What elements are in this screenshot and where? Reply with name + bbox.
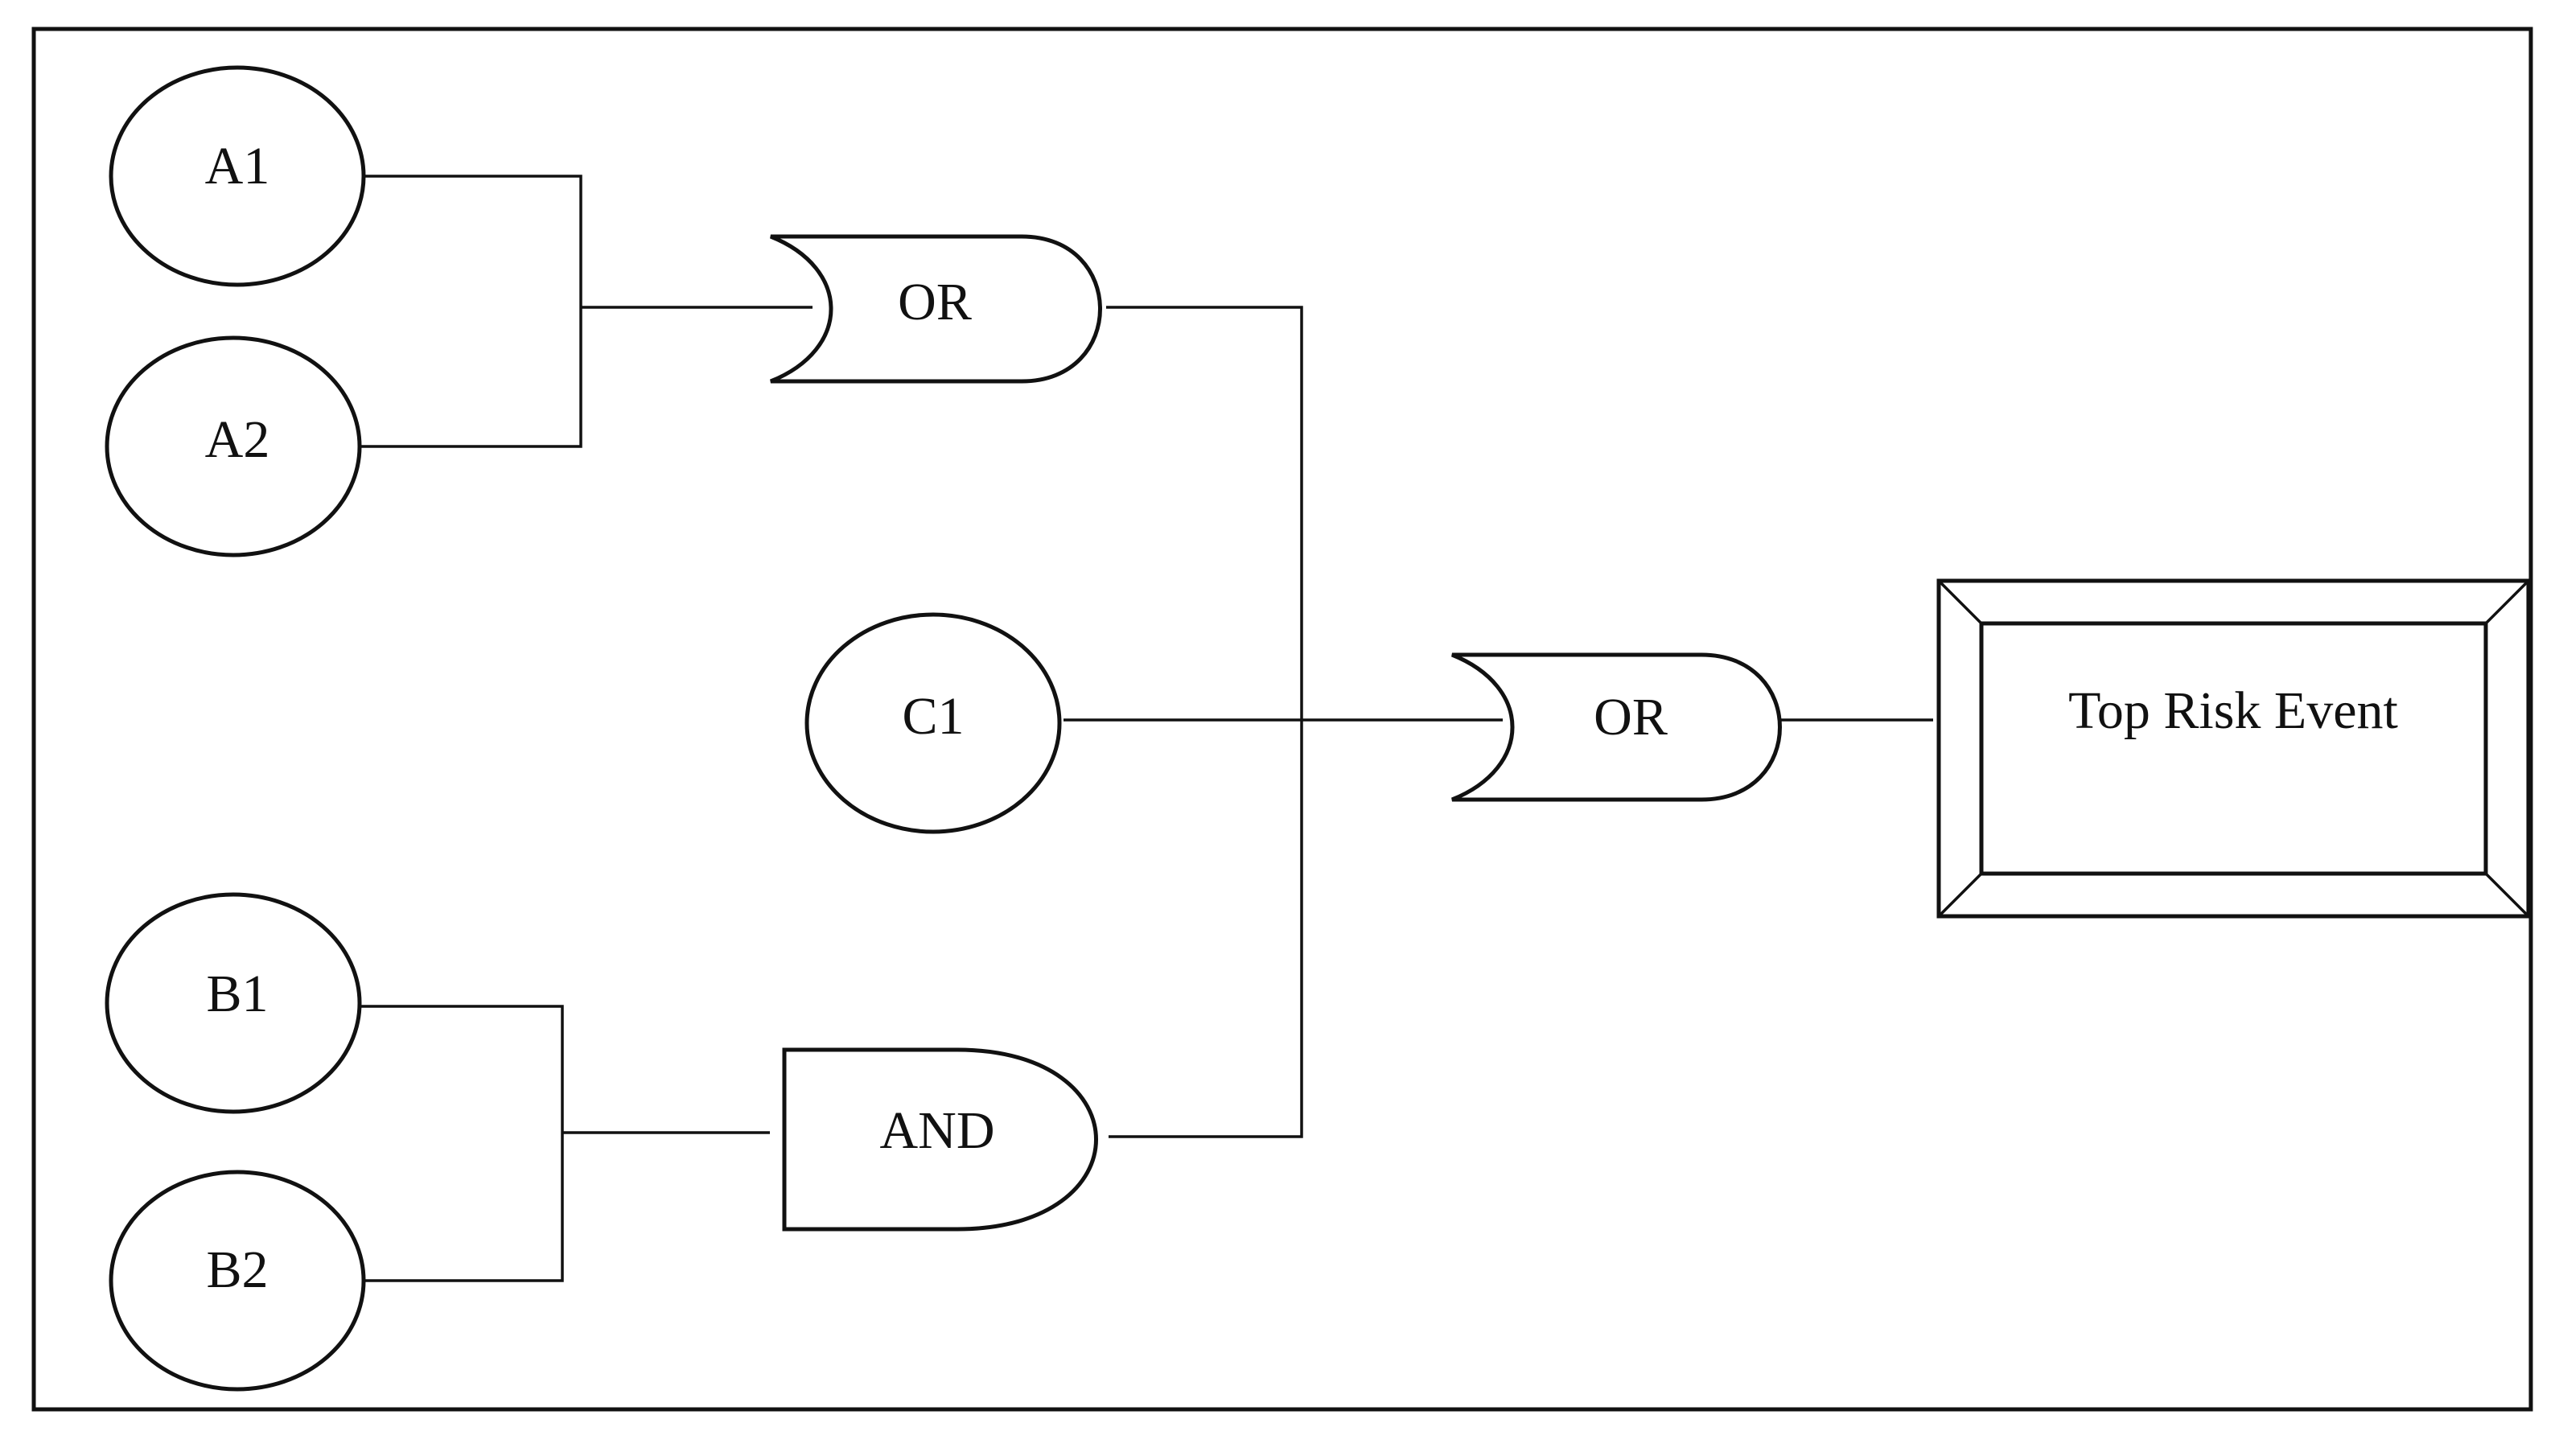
connector-b1-and <box>360 1005 564 1282</box>
event-label-b2: B2 <box>206 1240 268 1299</box>
event-b1: B1 <box>105 892 362 1114</box>
diagram-frame <box>31 27 2533 1412</box>
top-event-box: Top Risk Event <box>1936 578 2531 919</box>
gate-label-or-top: OR <box>1594 688 1668 747</box>
gate-and-b: AND <box>782 1047 1098 1232</box>
gate-label-and-b: AND <box>880 1101 995 1160</box>
event-label-a2: A2 <box>205 410 270 469</box>
event-a1: A1 <box>109 65 366 287</box>
event-c1: C1 <box>804 612 1062 834</box>
gate-label-or-a: OR <box>898 273 972 331</box>
connectors <box>360 175 1933 1282</box>
event-label-b1: B1 <box>206 964 268 1023</box>
connector-a1-or <box>360 175 582 448</box>
event-label-a1: A1 <box>205 137 270 195</box>
event-a2: A2 <box>105 335 362 557</box>
gate-or-top: OR <box>1451 652 1782 802</box>
event-b2: B2 <box>109 1170 366 1392</box>
gate-or-a: OR <box>770 234 1102 384</box>
connector-or-bus <box>1106 306 1303 1138</box>
event-label-c1: C1 <box>902 687 964 746</box>
top-event-label: Top Risk Event <box>2068 681 2398 740</box>
